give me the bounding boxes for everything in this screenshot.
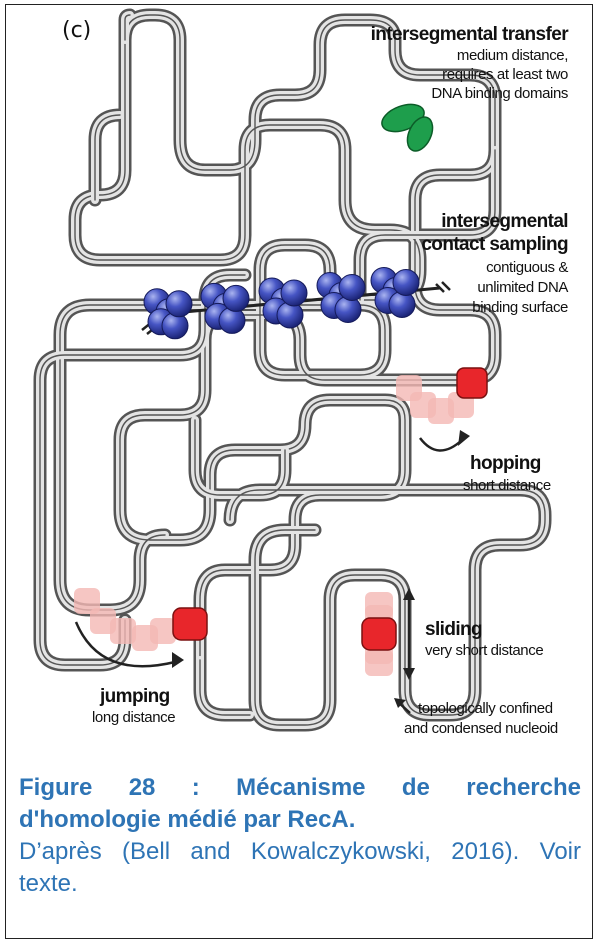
caption-title-line2: d'homologie médié par RecA.	[19, 804, 581, 836]
label-jumping: jumping	[99, 686, 170, 707]
label-sampling-line: unlimited DNA	[477, 279, 568, 296]
caption-source-line: texte.	[19, 868, 581, 900]
label-hopping: hopping	[470, 453, 541, 474]
protein-red	[457, 368, 487, 398]
label-jumping-sub: long distance	[92, 709, 175, 726]
protein-red	[173, 608, 207, 640]
caption-title: Figure 28 : Mécanisme de recherche	[19, 772, 581, 804]
arrowhead-icon	[458, 430, 470, 446]
recA-monomer	[166, 291, 192, 317]
recA-monomer	[223, 285, 249, 311]
ghost-protein	[150, 618, 176, 644]
ghost-protein	[365, 650, 393, 676]
label-sampling-line: contiguous &	[486, 259, 568, 276]
label-transfer-line: requires at least two	[442, 66, 568, 83]
recA-search-diagram: (c)	[0, 0, 600, 750]
label-confined: and condensed nucleoid	[404, 720, 558, 737]
label-contact-sampling: contact sampling	[421, 234, 568, 255]
label-intersegmental-transfer: intersegmental transfer	[371, 24, 570, 45]
caption-source: D’après (Bell and Kowalczykowski, 2016).…	[19, 836, 581, 900]
label-hopping-sub: short distance	[463, 477, 551, 494]
binding-domains	[378, 99, 437, 155]
hop-arrow-icon	[420, 438, 462, 451]
label-contact-sampling: intersegmental	[441, 211, 568, 232]
recA-monomer	[393, 269, 419, 295]
recA-beads	[144, 267, 419, 338]
figure-caption: Figure 28 : Mécanisme de recherche d'hom…	[19, 772, 581, 900]
recA-monomer	[281, 280, 307, 306]
label-sliding-sub: very short distance	[425, 642, 543, 659]
label-transfer-line: medium distance,	[457, 47, 568, 64]
recA-monomer	[339, 275, 365, 301]
recA-monomer	[162, 313, 188, 339]
recA-monomer	[335, 297, 361, 323]
label-sliding: sliding	[425, 619, 482, 640]
recA-monomer	[277, 302, 303, 328]
filament-end-right-icon	[436, 282, 450, 292]
label-sampling-line: binding surface	[472, 299, 568, 316]
recA-monomer	[389, 291, 415, 317]
label-confined: topologically confined	[418, 700, 553, 717]
caption-source-line: D’après (Bell and Kowalczykowski, 2016).…	[19, 836, 581, 868]
recA-monomer	[219, 307, 245, 333]
label-transfer-line: DNA binding domains	[431, 85, 568, 102]
arrowhead-icon	[172, 652, 184, 668]
protein-red	[362, 618, 396, 650]
panel-label: (c)	[62, 18, 91, 43]
